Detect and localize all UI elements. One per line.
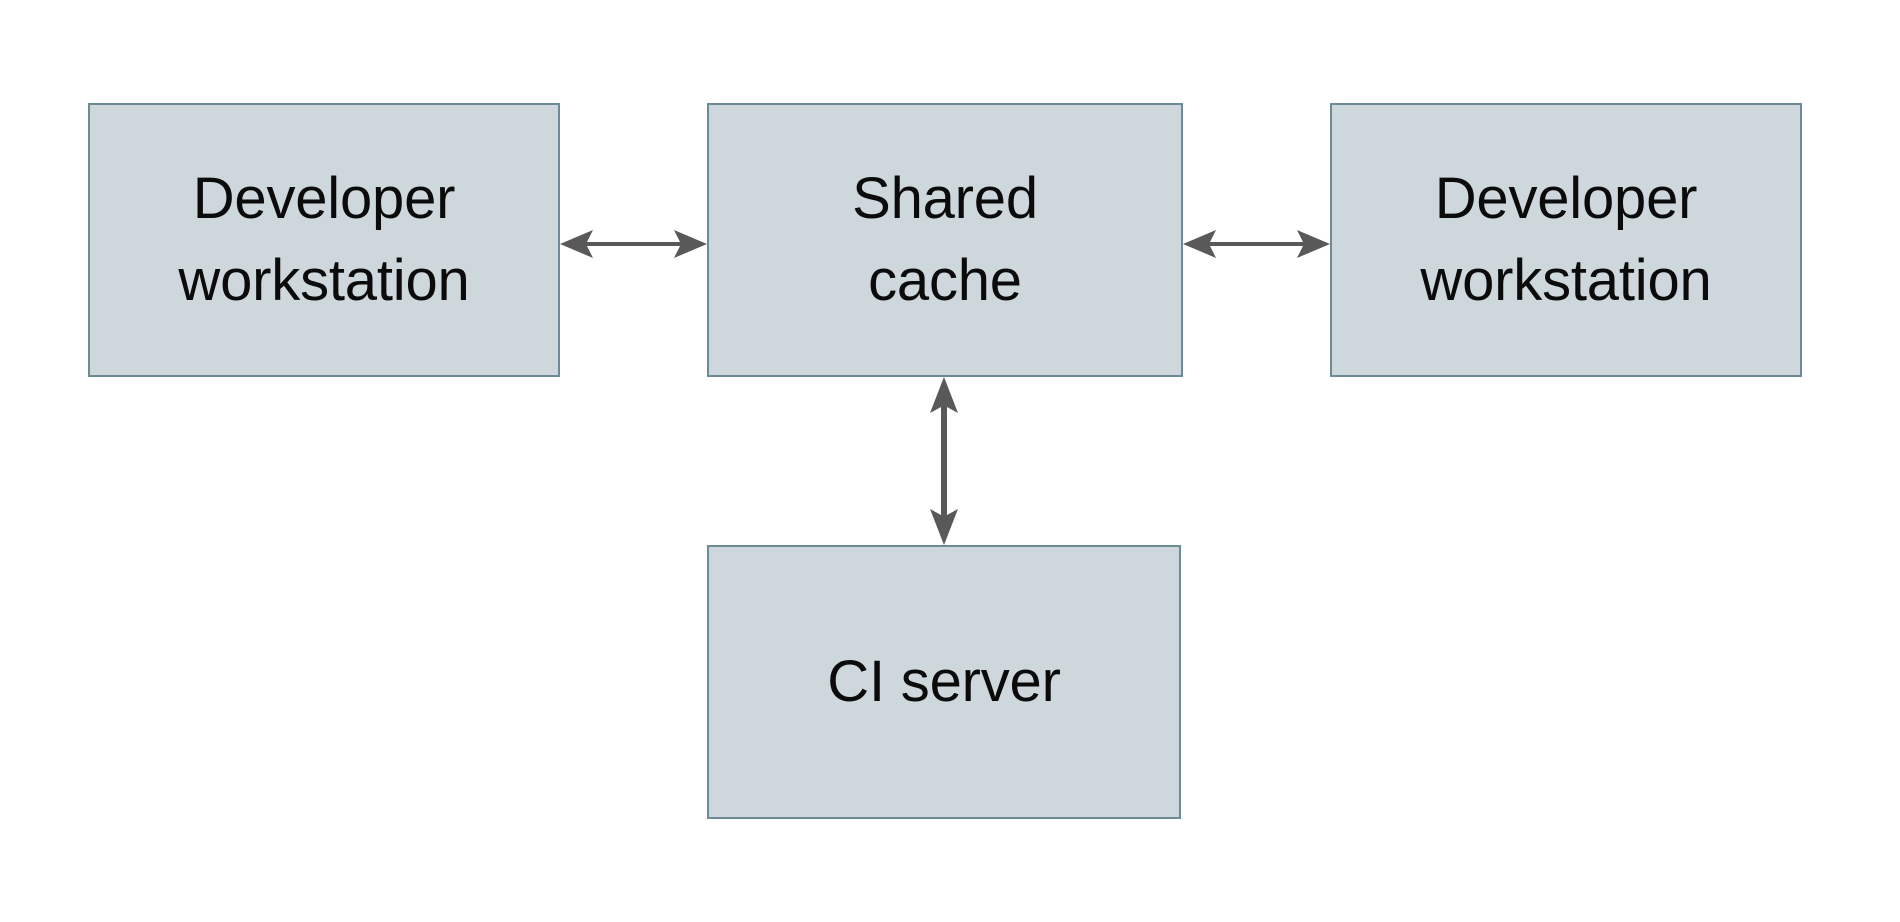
node-shared-cache[interactable]: Shared cache: [707, 103, 1183, 377]
edge-developer-left-to-shared-cache: [560, 230, 707, 258]
bidirectional-arrow-icon: [1183, 230, 1330, 258]
edge-shared-cache-to-ci-server: [930, 377, 958, 545]
node-developer-workstation-right[interactable]: Developer workstation: [1330, 103, 1802, 377]
edge-shared-cache-to-developer-right: [1183, 230, 1330, 258]
node-label: Shared cache: [852, 165, 1038, 313]
node-label: Developer workstation: [1420, 165, 1712, 313]
node-developer-workstation-left[interactable]: Developer workstation: [88, 103, 560, 377]
node-ci-server[interactable]: CI server: [707, 545, 1181, 819]
bidirectional-arrow-icon: [930, 377, 958, 545]
node-label: CI server: [827, 648, 1061, 714]
bidirectional-arrow-icon: [560, 230, 707, 258]
node-label: Developer workstation: [178, 165, 470, 313]
